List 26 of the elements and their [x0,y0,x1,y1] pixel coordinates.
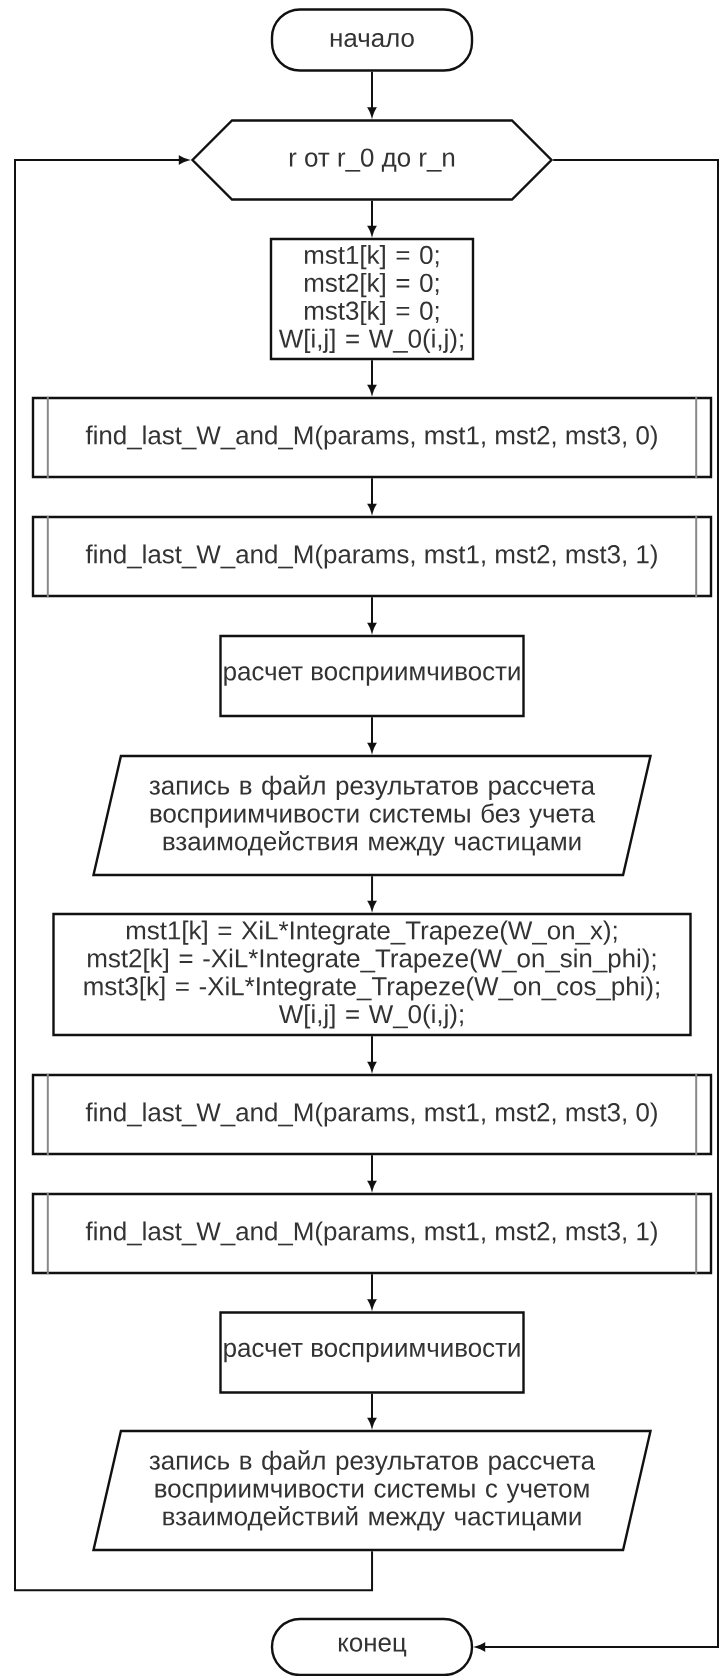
subprocess-box: find_last_W_and_M(params, mst1, mst2, mst3, 1) [31,514,713,599]
subprocess-box: find_last_W_and_M(params, mst1, mst2, mst3, 1) [31,1191,713,1276]
arrow [367,359,377,395]
arrow [367,1392,377,1428]
arrow [367,716,377,753]
subprocess-box: find_last_W_and_M(params, mst1, mst2, mst3, 0) [31,1072,713,1157]
terminal-box: начало [270,8,474,72]
arrow [367,477,377,514]
arrow [14,155,374,1592]
process-box: расчет восприимчивости [219,1311,525,1394]
arrow [367,1035,377,1072]
arrow [367,70,377,117]
arrow [367,1154,377,1191]
subprocess-box: find_last_W_and_M(params, mst1, mst2, mst3, 0) [31,395,713,480]
process-box: mst1[k] = XiL*Integrate_Trapeze(W_on_x); mst2[k] = -XiL*Integrate_Trapeze(W_on_sin_phi); mst3[k] = -XiL*Integrate_Trapeze(W_on_cos_phi); W[i,j] = W_0(i,j); [52,912,692,1037]
io-parallelogram: запись в файл результатов рассчета восприимчивости системы с учетом взаимодействий между частицами [92,1429,652,1552]
io-parallelogram: запись в файл результатов рассчета восприимчивости системы без учета взаимодействия между частицами [92,754,652,877]
arrow [367,596,377,633]
arrow [367,875,377,911]
loop-hexagon: r от r_0 до r_n [190,119,554,201]
process-box: расчет восприимчивости [219,634,525,718]
arrow [475,159,719,1652]
arrow [367,199,377,236]
terminal-box: конец [270,1617,474,1676]
arrow [367,1273,377,1309]
process-box: mst1[k] = 0; mst2[k] = 0; mst3[k] = 0; W[i,j] = W_0(i,j); [269,237,475,361]
